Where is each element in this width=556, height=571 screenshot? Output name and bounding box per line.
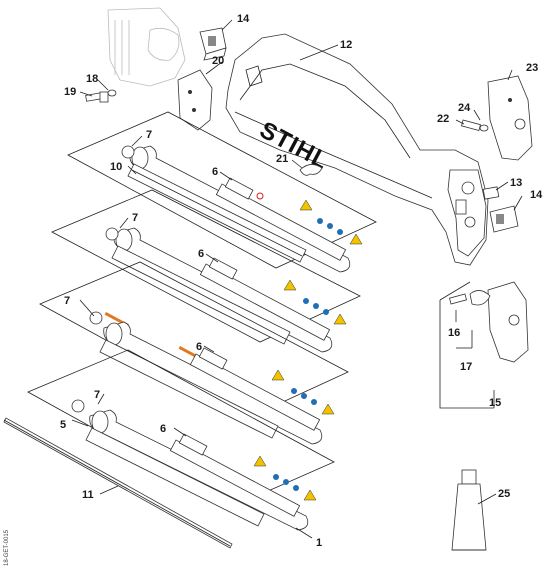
- kit-plate-1: [67, 111, 377, 273]
- callout-10: 10: [110, 161, 122, 173]
- callout-12: 12: [340, 39, 352, 51]
- callout-7-d: 7: [94, 389, 100, 401]
- kit-plate-3: [39, 261, 349, 445]
- callout-16: 16: [448, 327, 460, 339]
- drive-shaft-11: [3, 417, 233, 549]
- callout-6-d: 6: [160, 423, 166, 435]
- block-13: [482, 186, 500, 200]
- callout-13: 13: [510, 177, 522, 189]
- callout-6-c: 6: [196, 341, 202, 353]
- engine-outline: [107, 7, 186, 87]
- callout-1: 1: [316, 537, 322, 549]
- callout-11: 11: [82, 489, 94, 501]
- callout-7-b: 7: [132, 212, 138, 224]
- callout-14-top: 14: [237, 13, 250, 25]
- callout-7-a: 7: [146, 129, 152, 141]
- clip-21: [299, 164, 323, 176]
- right-cover-23: [487, 75, 533, 161]
- callout-labels: 14 12 20 18 19 23 24 22 7 10 21 6 13 14 …: [60, 13, 543, 549]
- left-cover: [177, 69, 213, 131]
- callout-18: 18: [86, 73, 98, 85]
- callout-20: 20: [212, 55, 224, 67]
- grease-tube-25: [451, 469, 487, 551]
- callout-14-right: 14: [530, 189, 543, 201]
- clip-block-top: [199, 27, 227, 61]
- bracket-group-15: [439, 281, 529, 409]
- callout-25: 25: [498, 488, 510, 500]
- callout-17: 17: [460, 361, 472, 373]
- callout-15: 15: [489, 397, 501, 409]
- kit-plate-4: [27, 349, 335, 531]
- handle-housing: STIHL: [225, 33, 489, 266]
- callout-19: 19: [64, 86, 76, 98]
- callout-5: 5: [60, 419, 66, 431]
- screw-19: [85, 89, 117, 103]
- callout-6-b: 6: [198, 248, 204, 260]
- callout-24: 24: [458, 102, 471, 114]
- callout-7-c: 7: [64, 295, 70, 307]
- connector-14: [489, 205, 519, 233]
- callout-6-a: 6: [212, 166, 218, 178]
- leader-lines: [71, 19, 523, 539]
- screw-22: [461, 119, 489, 132]
- callout-23: 23: [526, 62, 538, 74]
- callout-22: 22: [437, 113, 449, 125]
- callout-21: 21: [276, 153, 288, 165]
- drawing-code: 18-GET-0015: [4, 529, 10, 566]
